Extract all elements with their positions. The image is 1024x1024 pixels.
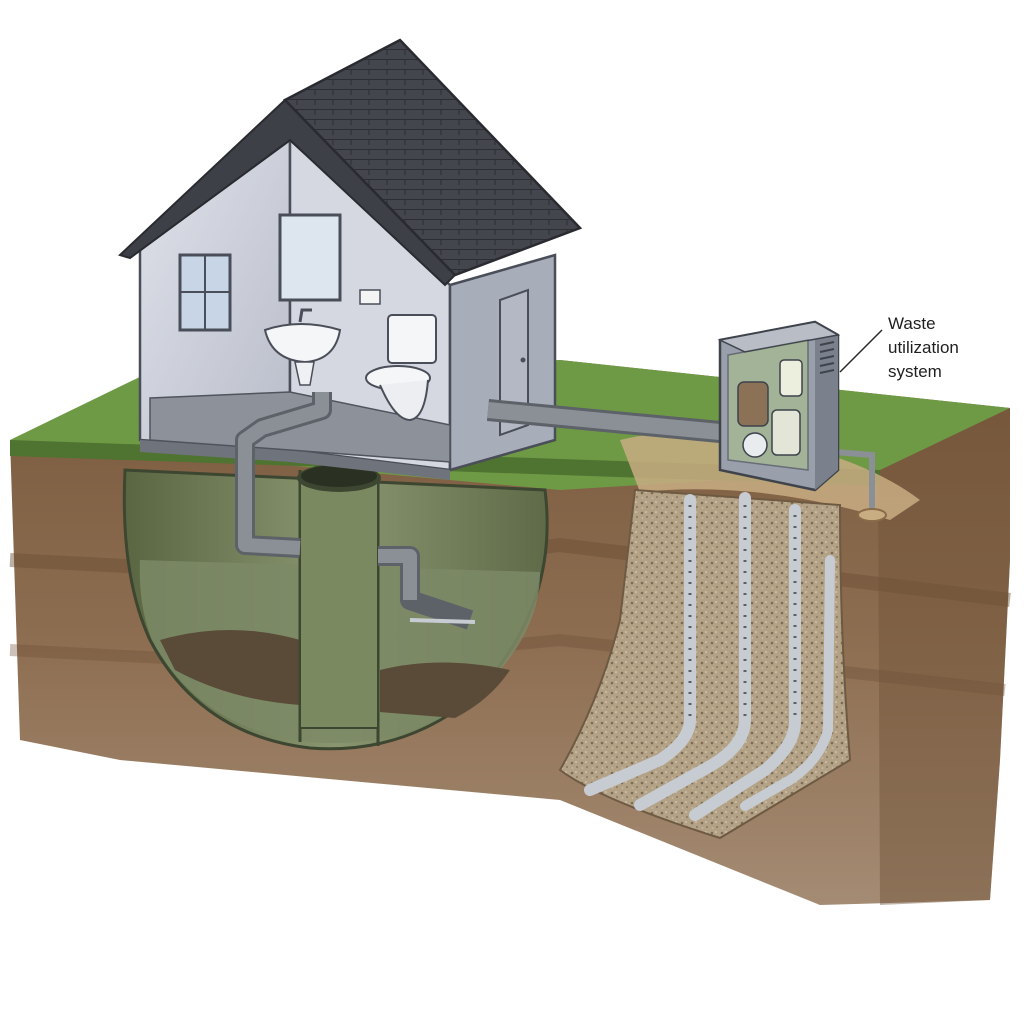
house-drain-pipe <box>238 392 329 555</box>
waste-utilization-label: Waste utilization system <box>888 314 959 381</box>
sink <box>263 308 342 386</box>
mirror <box>278 213 342 302</box>
callout-leader-line <box>839 329 883 373</box>
plumbing-pipes <box>235 392 887 630</box>
drain-field <box>558 488 852 840</box>
roof <box>118 38 583 287</box>
main-sewer-line <box>487 402 721 440</box>
overflow-pipe <box>834 449 875 510</box>
waste-utilization-unit <box>717 320 841 492</box>
tank-outlet-pipe <box>378 549 417 600</box>
window <box>178 253 232 332</box>
inlet-riser <box>299 477 379 729</box>
house-cutaway <box>118 38 583 480</box>
toilet <box>365 314 437 422</box>
toilet-paper-holder <box>359 289 381 305</box>
sludge-layer <box>160 630 300 705</box>
perforated-drain-pipes <box>584 492 835 821</box>
door <box>499 288 529 437</box>
